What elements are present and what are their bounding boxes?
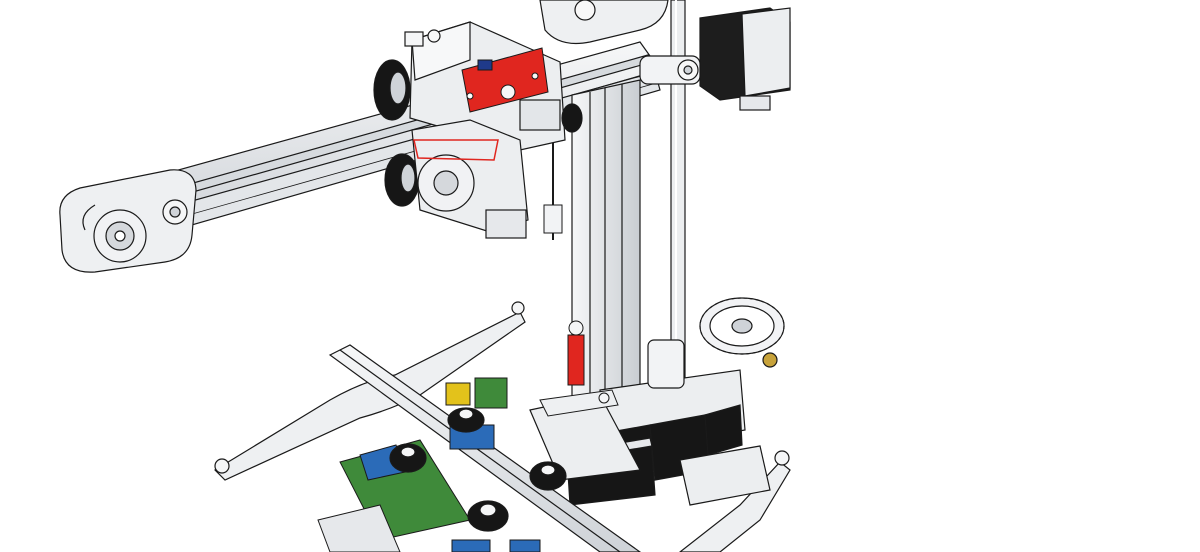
idler-pulley [59,169,197,273]
z-endstop [567,320,585,386]
rod-clamp [639,55,701,85]
controller-board [317,439,471,552]
v-wheels [389,407,567,532]
z-threaded-rod [543,130,563,240]
extruder-gear [699,297,785,368]
y-cross-frame [529,394,771,506]
z-top-plate [539,0,669,45]
hotend-fan [411,119,529,239]
belt-bracket [539,389,619,417]
red-endstop-board [461,47,549,113]
v-wheel-carriage [373,59,583,207]
connector-block [445,377,508,409]
x-motor [699,7,791,111]
